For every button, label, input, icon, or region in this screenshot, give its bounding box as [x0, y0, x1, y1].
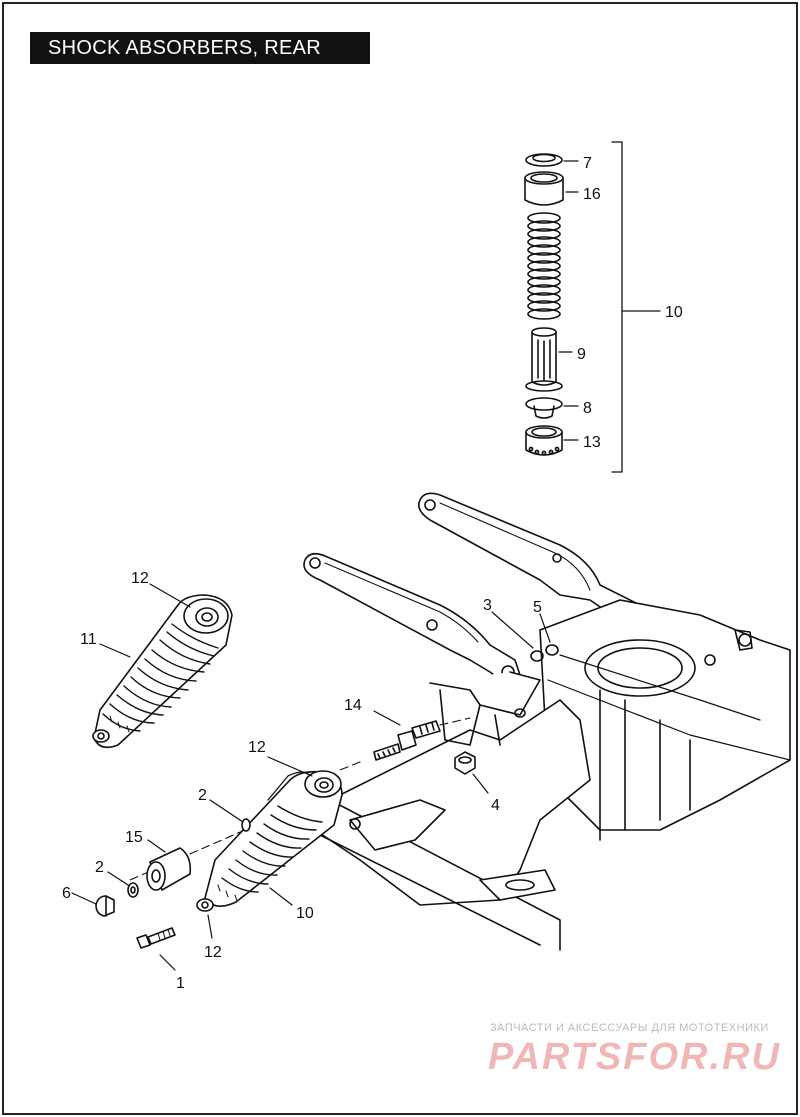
adjuster-collar-part	[525, 425, 563, 456]
callout-5: 5	[533, 599, 542, 616]
cap-nut-part	[71, 892, 115, 917]
slotted-sleeve-part	[525, 327, 563, 392]
callout-2-upper: 2	[198, 787, 207, 804]
watermark-caption: ЗАПЧАСТИ И АКСЕССУАРЫ ДЛЯ МОТОТЕХНИКИ	[490, 1022, 769, 1034]
stud-part	[339, 710, 441, 771]
callout-7: 7	[583, 155, 592, 172]
callout-14: 14	[344, 697, 362, 714]
bolt-part	[136, 927, 176, 971]
callout-1: 1	[176, 975, 185, 992]
callout-15: 15	[125, 829, 143, 846]
shock-absorber-10	[196, 770, 343, 912]
callout-8: 8	[583, 400, 592, 417]
callout-16: 16	[583, 186, 601, 203]
spring-cap-part	[524, 171, 564, 206]
callout-2-lower: 2	[95, 859, 104, 876]
washer-upper-part	[241, 818, 251, 832]
watermark-logo: PARTSFOR.RU	[488, 1036, 781, 1078]
washer-lower-part	[107, 871, 139, 898]
shock-absorber-11	[92, 594, 233, 749]
callout-9: 9	[577, 346, 586, 363]
callout-labels: 7 16 10 9 8 13 3 5 12 11 14 4 12 2 15 2 …	[62, 155, 683, 992]
callout-12-top: 12	[131, 570, 149, 587]
callout-13: 13	[583, 434, 601, 451]
retaining-ring-part	[525, 153, 563, 167]
nut-part	[454, 751, 489, 794]
spring-seat-part	[525, 397, 563, 419]
callout-12-bottom: 12	[204, 944, 222, 961]
callout-12-middle: 12	[248, 739, 266, 756]
callout-10-group: 10	[665, 304, 683, 321]
callout-10-lower: 10	[296, 905, 314, 922]
coil-spring-part	[527, 212, 561, 320]
callout-11: 11	[80, 631, 97, 648]
swingarm-frame	[299, 492, 791, 951]
page-title: SHOCK ABSORBERS, REAR	[30, 32, 370, 64]
spacer-part	[146, 839, 192, 891]
shock-exploded-view	[524, 141, 661, 473]
callout-6: 6	[62, 885, 71, 902]
callout-4: 4	[491, 797, 500, 814]
callout-3: 3	[483, 597, 492, 614]
